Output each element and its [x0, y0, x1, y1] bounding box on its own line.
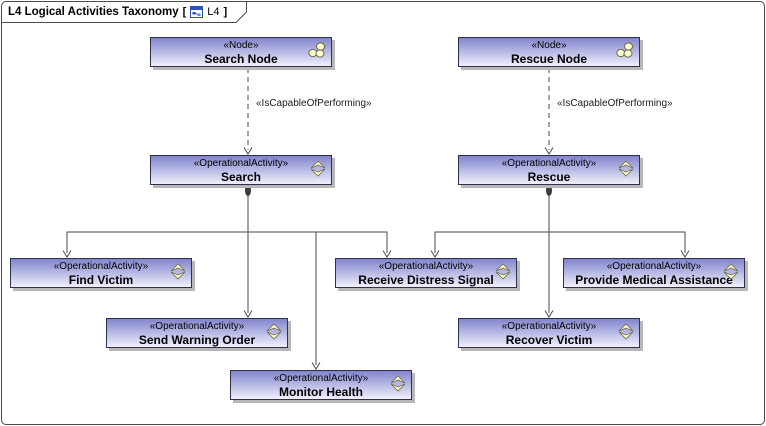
edge-searchnode-search-capability[interactable] — [243, 68, 253, 155]
operational-activity-icon — [495, 263, 511, 280]
operational-activity-icon — [266, 323, 282, 340]
element-name: Search Node — [204, 52, 278, 66]
operational-activity-icon — [618, 323, 634, 340]
element-name: Rescue — [527, 170, 571, 184]
tab-outline — [2, 2, 247, 23]
stereotype: «Node» — [223, 40, 259, 51]
element-name: Send Warning Order — [138, 333, 256, 347]
stereotype: «OperationalActivity» — [606, 261, 702, 272]
element-name: Recover Victim — [505, 333, 593, 347]
diagram-tab[interactable]: L4 Logical Activities Taxonomy [ L4 ] — [2, 2, 252, 22]
edge-search-receive-distress-signal[interactable] — [247, 185, 392, 258]
edge-label-iscapableofperforming: «IsCapableOfPerforming» — [557, 98, 673, 109]
stereotype: «OperationalActivity» — [193, 158, 289, 169]
element-name: Receive Distress Signal — [358, 273, 494, 287]
stereotype: «OperationalActivity» — [378, 261, 474, 272]
element-name: Find Victim — [68, 273, 134, 287]
diagram-title: L4 Logical Activities Taxonomy — [8, 6, 179, 18]
operational-activity-icon — [170, 263, 186, 280]
edge-bundle-anchor-search — [245, 185, 251, 196]
node-icon — [308, 42, 325, 58]
edge-search-find-victim[interactable] — [62, 185, 249, 258]
edge-rescuenode-rescue-capability[interactable] — [544, 68, 554, 155]
diagram-kind-label: L4 — [207, 6, 220, 18]
edge-bundle-anchor-rescue — [546, 185, 552, 196]
edge-label-iscapableofperforming: «IsCapableOfPerforming» — [256, 98, 372, 109]
element-name: Provide Medical Assistance — [575, 273, 733, 287]
stereotype: «OperationalActivity» — [53, 261, 149, 272]
node-icon — [616, 42, 633, 58]
diagram-icon — [190, 6, 204, 18]
activity-search[interactable]: «OperationalActivity» Search — [150, 155, 332, 185]
stereotype: «OperationalActivity» — [273, 373, 369, 384]
operational-activity-icon — [390, 375, 406, 392]
edge-rescue-receive-distress-signal[interactable] — [430, 185, 550, 258]
stereotype: «Node» — [531, 40, 567, 51]
activity-recover-victim[interactable]: «OperationalActivity» Recover Victim — [458, 318, 640, 348]
activity-send-warning-order[interactable]: «OperationalActivity» Send Warning Order — [106, 318, 288, 348]
activity-provide-medical-assistance[interactable]: «OperationalActivity» Provide Medical As… — [563, 258, 745, 288]
bracket-close: ] — [223, 6, 228, 18]
stereotype: «OperationalActivity» — [149, 321, 245, 332]
node-search-node[interactable]: «Node» Search Node — [150, 37, 332, 67]
bracket-open: [ — [182, 6, 187, 18]
element-name: Monitor Health — [279, 385, 363, 399]
element-name: Rescue Node — [510, 52, 588, 66]
node-rescue-node[interactable]: «Node» Rescue Node — [458, 37, 640, 67]
stereotype: «OperationalActivity» — [501, 321, 597, 332]
activity-find-victim[interactable]: «OperationalActivity» Find Victim — [10, 258, 192, 288]
activity-receive-distress-signal[interactable]: «OperationalActivity» Receive Distress S… — [335, 258, 517, 288]
activity-monitor-health[interactable]: «OperationalActivity» Monitor Health — [230, 370, 412, 400]
activity-rescue[interactable]: «OperationalActivity» Rescue — [458, 155, 640, 185]
edge-rescue-provide-medical-assistance[interactable] — [548, 185, 690, 258]
element-name: Search — [220, 170, 262, 184]
stereotype: «OperationalActivity» — [501, 158, 597, 169]
operational-activity-icon — [618, 160, 634, 177]
operational-activity-icon — [723, 263, 739, 280]
operational-activity-icon — [310, 160, 326, 177]
